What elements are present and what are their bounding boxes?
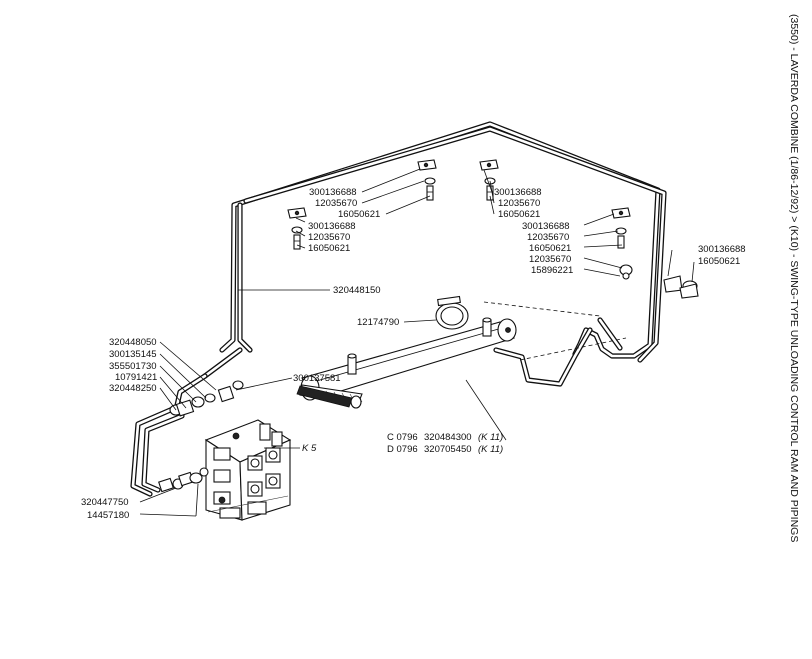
- pipe-clip-far-right: [663, 275, 699, 299]
- label-300136688-c: 300136688: [494, 187, 542, 198]
- label-10791421: 10791421: [115, 372, 157, 383]
- control-valve-block-k5: [204, 419, 292, 521]
- label-14457180: 14457180: [87, 510, 129, 521]
- pipe-clip-left-mid: [287, 207, 307, 250]
- hose-clamp: [435, 295, 469, 330]
- label-300135145: 300135145: [109, 349, 157, 360]
- pipe-320448250: [130, 373, 208, 497]
- label-12035670-a: 12035670: [315, 198, 357, 209]
- label-300136688-b: 300136688: [308, 221, 356, 232]
- label-300136688-d: 300136688: [522, 221, 570, 232]
- label-12035670-e: 12035670: [529, 254, 571, 265]
- sidebar-title: (3550) - LAVERDA COMBINE (1/86-12/92) > …: [788, 14, 800, 542]
- pipe-cylinder-link: [493, 317, 623, 387]
- label-320484300: 320484300: [424, 432, 472, 443]
- pipe-320448150: [202, 121, 667, 379]
- label-320447750: 320447750: [81, 497, 129, 508]
- pipe-clip-left-top: [417, 159, 437, 201]
- label-320448250: 320448250: [109, 383, 157, 394]
- label-300136688-e: 300136688: [698, 244, 746, 255]
- label-k11-b: (K 11): [478, 444, 503, 455]
- label-12035670-c: 12035670: [498, 198, 540, 209]
- label-300137581: 300137581: [293, 373, 341, 384]
- label-12035670-d: 12035670: [527, 232, 569, 243]
- leader-lines: [139, 168, 695, 517]
- label-355501730: 355501730: [109, 361, 157, 372]
- part-labels: 300136688 12035670 16050621 300136688 12…: [81, 187, 746, 521]
- fitting-cluster-upper: [169, 380, 244, 417]
- cylinder-ram: [296, 317, 517, 409]
- label-16050621-e: 16050621: [698, 256, 740, 267]
- label-k5: K 5: [302, 443, 317, 454]
- label-16050621-b: 16050621: [308, 243, 350, 254]
- fitting-cluster-lower: [158, 467, 209, 493]
- label-15896221: 15896221: [531, 265, 573, 276]
- dashed-leaders: [483, 301, 627, 361]
- label-300136688-a: 300136688: [309, 187, 357, 198]
- label-k11-a: (K 11): [478, 432, 503, 443]
- label-320448050: 320448050: [109, 337, 157, 348]
- pipe-clip-right-mid: [611, 207, 633, 280]
- label-320448150: 320448150: [333, 285, 381, 296]
- label-12174790: 12174790: [357, 317, 399, 328]
- label-16050621-d: 16050621: [529, 243, 571, 254]
- label-c0796: C 0796: [387, 432, 418, 443]
- label-16050621-a: 16050621: [338, 209, 380, 220]
- label-12035670-b: 12035670: [308, 232, 350, 243]
- label-16050621-c: 16050621: [498, 209, 540, 220]
- label-d0796: D 0796: [387, 444, 418, 455]
- label-320705450: 320705450: [424, 444, 472, 455]
